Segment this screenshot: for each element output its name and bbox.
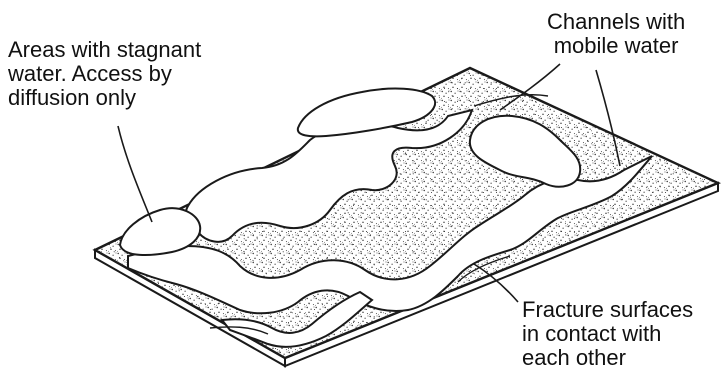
fracture-label-line-1: Fracture surfaces [522,298,693,322]
leader-stagnant [118,126,152,222]
channels-label-line-2: mobile water [547,34,685,58]
fracture-label-line-3: each other [522,346,693,370]
stagnant-water-label: Areas with stagnant water. Access by dif… [8,38,201,110]
stagnant-label-line-2: water. Access by [8,62,201,86]
stagnant-label-line-1: Areas with stagnant [8,38,201,62]
channels-label-line-1: Channels with [547,10,685,34]
mobile-water-label: Channels with mobile water [547,10,685,58]
fracture-label-line-2: in contact with [522,322,693,346]
stagnant-label-line-3: diffusion only [8,86,201,110]
fracture-surface-label: Fracture surfaces in contact with each o… [522,298,693,370]
